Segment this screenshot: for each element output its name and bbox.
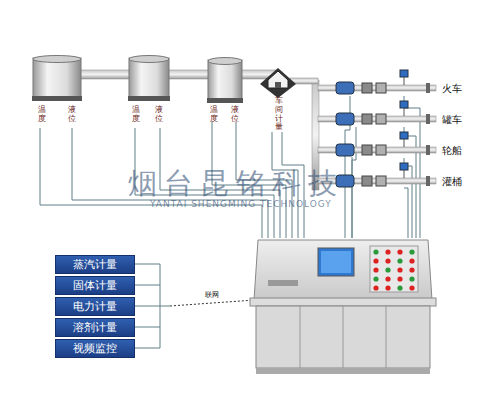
vertical-label: 车间计量 xyxy=(275,97,283,132)
network-label: 联网 xyxy=(204,290,220,300)
console-button xyxy=(373,276,378,281)
destination-label: 火车 xyxy=(442,82,462,96)
flow-meter xyxy=(336,144,354,156)
console-button xyxy=(409,285,414,290)
workshop-house xyxy=(268,71,288,88)
metering-box: 固体计量 xyxy=(55,276,135,295)
console-button xyxy=(385,249,390,254)
console-button xyxy=(385,276,390,281)
transmitter xyxy=(400,132,408,139)
tank-body xyxy=(129,58,169,98)
signal-wire xyxy=(40,96,420,238)
workshop: 车间计量 xyxy=(258,60,298,140)
valve xyxy=(376,176,386,186)
vertical-label: 温度 xyxy=(38,106,46,124)
control-console xyxy=(250,240,436,374)
valve xyxy=(362,83,372,93)
watermark: 烟台昆铭科技 xyxy=(128,164,344,204)
metering-box: 溶剂计量 xyxy=(55,318,135,337)
console-button xyxy=(409,267,414,272)
tank-body xyxy=(33,58,81,98)
console-button xyxy=(373,258,378,263)
box-label: 电力计量 xyxy=(73,299,117,314)
workshop-icon xyxy=(258,60,298,100)
valve xyxy=(362,145,372,155)
tank-top xyxy=(208,58,242,65)
transmitter xyxy=(400,101,408,108)
console-button xyxy=(397,285,402,290)
bracket-wire xyxy=(135,264,255,348)
vertical-label: 液位 xyxy=(68,106,76,124)
console-button xyxy=(385,267,390,272)
tank xyxy=(128,54,170,104)
console-button xyxy=(397,258,402,263)
destination-label: 罐车 xyxy=(442,113,462,127)
box-label: 固体计量 xyxy=(73,278,117,293)
pipe xyxy=(78,70,278,79)
box-label: 蒸汽计量 xyxy=(73,257,117,272)
destination-label: 轮船 xyxy=(442,144,462,158)
vertical-label: 液位 xyxy=(231,106,239,124)
tank-base xyxy=(32,96,82,101)
vertical-label: 液位 xyxy=(155,106,163,124)
console-button xyxy=(409,276,414,281)
console-button xyxy=(373,249,378,254)
metering-box: 蒸汽计量 xyxy=(55,255,135,274)
transmitter xyxy=(400,70,408,77)
console-button xyxy=(409,258,414,263)
workshop-base xyxy=(260,68,296,98)
storage-tank: 温度液位 xyxy=(128,54,170,130)
tank-top xyxy=(129,56,169,63)
transmitter xyxy=(400,163,408,170)
valve xyxy=(376,114,386,124)
tank-base xyxy=(207,98,243,103)
console-button xyxy=(385,258,390,263)
flange xyxy=(426,145,430,155)
storage-tank: 温度液位 xyxy=(207,56,243,126)
console-button xyxy=(397,249,402,254)
vertical-label: 温度 xyxy=(132,106,140,124)
console-button xyxy=(409,249,414,254)
flange xyxy=(426,83,430,93)
valve xyxy=(376,83,386,93)
metering-box: 电力计量 xyxy=(55,297,135,316)
tank xyxy=(207,56,243,106)
metering-box: 视频监控 xyxy=(55,339,135,358)
console-button xyxy=(373,267,378,272)
box-label: 溶剂计量 xyxy=(73,320,117,335)
valve xyxy=(376,145,386,155)
flange xyxy=(426,176,430,186)
tank xyxy=(32,54,82,104)
flow-meter xyxy=(336,82,354,94)
destination-label: 灌桶 xyxy=(442,175,462,189)
tank-body xyxy=(208,60,242,100)
workshop-door xyxy=(275,82,281,88)
watermark: YANTAI SHENGMING TECHNOLOGY xyxy=(150,199,332,209)
tank-base xyxy=(128,96,170,101)
console-button xyxy=(397,267,402,272)
valve xyxy=(362,176,372,186)
console-button xyxy=(385,285,390,290)
tank-top xyxy=(33,56,81,63)
flange xyxy=(426,114,430,124)
box-label: 视频监控 xyxy=(73,341,117,356)
console-button xyxy=(397,276,402,281)
valve xyxy=(362,114,372,124)
console-button xyxy=(373,285,378,290)
storage-tank: 温度 液位 xyxy=(32,54,82,130)
flow-meter xyxy=(336,113,354,125)
vertical-label: 温度 xyxy=(210,106,218,124)
